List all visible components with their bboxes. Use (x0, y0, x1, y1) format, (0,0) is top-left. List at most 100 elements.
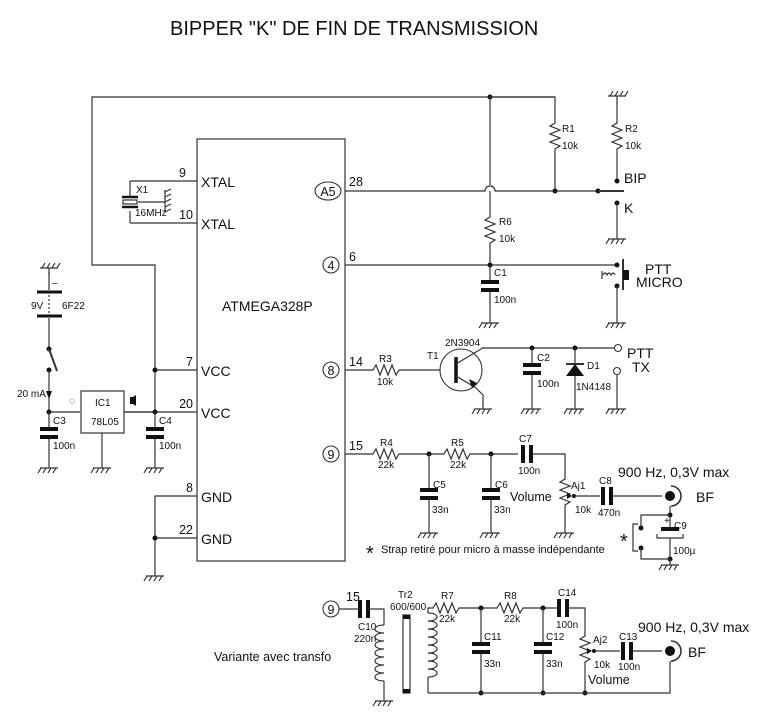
variant-port-9: 9 15 (322, 590, 360, 618)
svg-text:C12: C12 (546, 632, 565, 643)
svg-text:C11: C11 (484, 632, 502, 643)
svg-text:PTT: PTT (645, 261, 672, 277)
cap-c7: C7 100n (518, 434, 566, 477)
cap-c14: C14 100n (556, 588, 586, 634)
potentiometer-aj2[interactable]: Aj2 10k Volume (578, 634, 630, 696)
page-title: BIPPER "K" DE FIN DE TRANSMISSION (170, 18, 538, 40)
svg-text:14: 14 (349, 355, 363, 369)
power-switch[interactable]: 20 mA (17, 346, 58, 413)
svg-text:PTT: PTT (627, 345, 654, 361)
strap-star-icon: * (366, 543, 374, 565)
svg-text:22k: 22k (450, 460, 467, 471)
variant-ground-return (428, 661, 671, 694)
bf-output-jack[interactable]: BF 900 Hz, 0,3V max (618, 464, 729, 507)
transistor-t1: T1 2N3904 (427, 338, 493, 415)
svg-text:R2: R2 (625, 124, 638, 135)
svg-text:C14: C14 (558, 588, 577, 599)
svg-text:9: 9 (328, 603, 335, 617)
ptt-micro-button[interactable]: PTT MICRO (601, 259, 683, 329)
crystal-x1: X1 16MHz (122, 181, 172, 223)
atmega328p-chip (196, 138, 346, 562)
svg-text:C13: C13 (619, 632, 638, 643)
bf-output-jack-2[interactable]: BF 900 Hz, 0,3V max (638, 619, 749, 662)
svg-text:MICRO: MICRO (636, 274, 683, 290)
svg-text:7: 7 (186, 355, 193, 369)
svg-text:33n: 33n (546, 659, 563, 670)
svg-text:BIP: BIP (624, 170, 647, 186)
svg-text:Aj1: Aj1 (571, 481, 586, 492)
vcc-wire (91, 96, 556, 412)
svg-text:10k: 10k (625, 141, 642, 152)
svg-text:470n: 470n (598, 508, 620, 519)
resistor-r2: R2 10k (607, 90, 642, 180)
svg-text:VCC: VCC (201, 405, 231, 421)
cap-c6: C6 33n (479, 454, 511, 539)
svg-text:TX: TX (632, 359, 651, 375)
svg-text:K: K (624, 200, 634, 216)
regulator-ic1: IC1 78L05 ◌ (69, 390, 136, 474)
svg-text:2N3904: 2N3904 (445, 338, 480, 349)
cap-c1: C1 100n (478, 265, 516, 329)
svg-text:GND: GND (201, 531, 232, 547)
svg-text:15: 15 (349, 439, 363, 453)
pin-9-xtal: 9 XTAL (130, 166, 235, 190)
port-a5: A5 28 (314, 175, 363, 201)
resistor-r3: R3 10k (370, 354, 440, 388)
svg-text:C1: C1 (494, 268, 507, 279)
svg-text:8: 8 (186, 481, 193, 495)
svg-text:R6: R6 (499, 217, 512, 228)
svg-text:R8: R8 (504, 591, 517, 602)
svg-text:C7: C7 (519, 434, 532, 445)
svg-text:R7: R7 (441, 591, 454, 602)
a5-wire (345, 185, 598, 192)
svg-text:100µ: 100µ (673, 546, 696, 557)
svg-text:100n: 100n (494, 295, 516, 306)
svg-text:C9: C9 (674, 521, 687, 532)
svg-text:C6: C6 (495, 480, 508, 491)
svg-text:T1: T1 (427, 351, 439, 362)
svg-text:R4: R4 (380, 438, 393, 449)
svg-text:6: 6 (349, 250, 356, 264)
cap-c8: C8 470n (598, 476, 662, 519)
svg-text:GND: GND (201, 489, 232, 505)
svg-text:100n: 100n (618, 662, 640, 673)
svg-text:10: 10 (179, 208, 193, 222)
svg-text:33n: 33n (494, 505, 511, 516)
svg-text:10k: 10k (377, 377, 394, 388)
port-8: 8 14 (322, 355, 363, 379)
svg-text:R1: R1 (562, 124, 575, 135)
svg-text:100n: 100n (159, 441, 181, 452)
variant-title: Variante avec transfo (214, 650, 331, 664)
pin-10-xtal: 10 XTAL (130, 208, 235, 232)
chip-name: ATMEGA328P (222, 298, 313, 314)
transformer-tr2: Tr2 600/600 (372, 590, 438, 707)
svg-text:R5: R5 (451, 438, 464, 449)
svg-text:C3: C3 (53, 416, 66, 427)
svg-text:BF: BF (688, 644, 706, 660)
svg-text:100n: 100n (556, 620, 578, 631)
svg-text:22: 22 (179, 523, 193, 537)
svg-text:16MHz: 16MHz (135, 208, 167, 219)
strap-jumper[interactable]: * (620, 514, 670, 560)
svg-text:C5: C5 (433, 480, 446, 491)
svg-text:9: 9 (328, 448, 335, 462)
svg-text:R3: R3 (379, 354, 392, 365)
resistor-r1: R1 10k (548, 120, 579, 194)
svg-text:*: * (620, 531, 628, 553)
svg-text:4: 4 (328, 259, 335, 273)
port-4: 4 6 (322, 250, 356, 274)
cap-c13: C13 100n (618, 632, 662, 673)
cap-c3: C3 100n (37, 412, 75, 474)
svg-text:9V: 9V (31, 301, 44, 312)
resistor-r6: R6 10k (483, 215, 516, 265)
signal-label-2: 900 Hz, 0,3V max (638, 619, 749, 635)
cap-c5: C5 33n (417, 454, 449, 539)
bip-k-switch[interactable]: BIP K (595, 170, 647, 245)
potentiometer-aj1[interactable]: Aj1 10k Volume (510, 477, 592, 539)
cap-c9: + C9 100µ (656, 515, 696, 571)
svg-text:Aj2: Aj2 (593, 635, 608, 646)
ptt-tx-connector[interactable]: PTT TX (605, 343, 654, 415)
svg-text:33n: 33n (484, 659, 501, 670)
cap-c12: C12 33n (534, 608, 565, 696)
